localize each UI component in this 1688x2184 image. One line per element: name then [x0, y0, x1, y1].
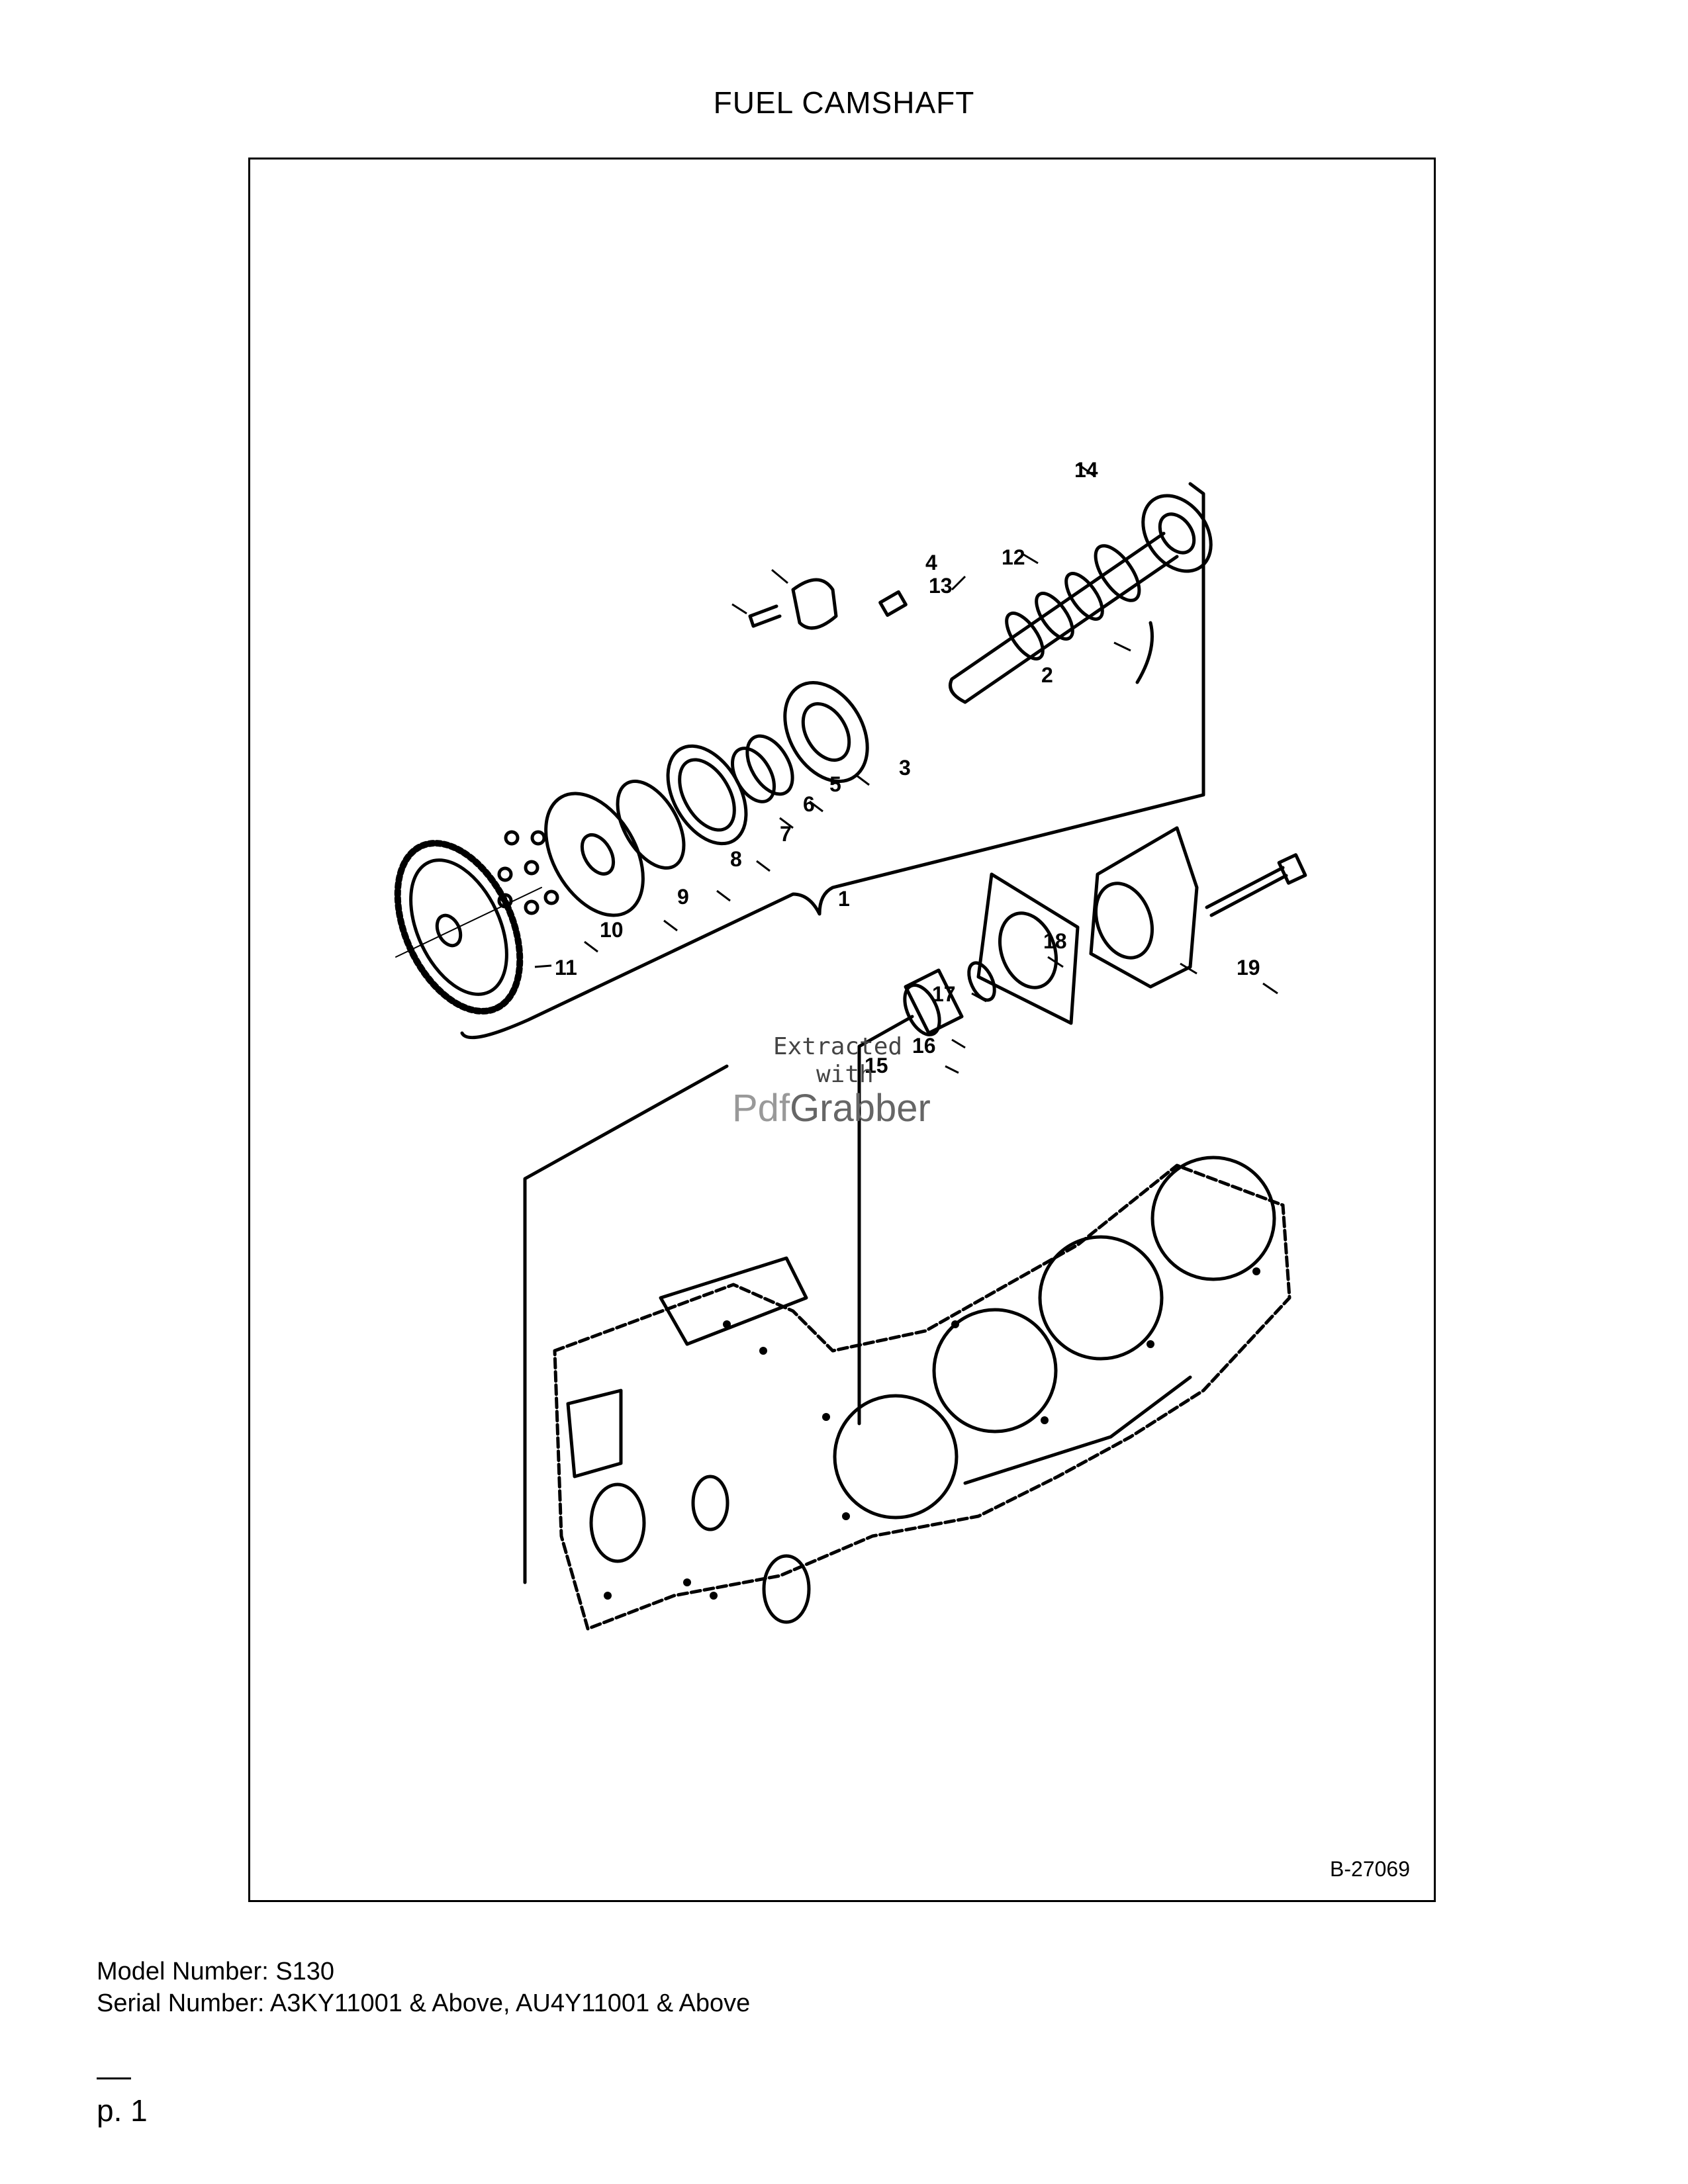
callout-3: 3 [899, 756, 911, 780]
bushing-15 [904, 968, 964, 1035]
watermark-line-2: with [816, 1061, 874, 1088]
callout-7: 7 [780, 822, 792, 846]
plate-9 [544, 792, 645, 917]
bearing-14 [1141, 494, 1213, 573]
bearing-3 [783, 680, 869, 784]
callout-10: 10 [600, 918, 624, 942]
serial-number: Serial Number: A3KY11001 & Above, AU4Y11… [97, 1989, 751, 2017]
callout-9: 9 [677, 885, 689, 909]
cylinder-bore-4 [1150, 1156, 1276, 1281]
callout-11: 11 [555, 956, 577, 979]
callout-labels: 14 12 13 4 2 3 5 6 7 8 9 10 11 1 18 17 1… [555, 458, 1260, 1077]
page-number: p. 1 [97, 2093, 148, 2128]
housing-18 [1089, 826, 1199, 989]
callout-18: 18 [1043, 929, 1067, 953]
callout-12: 12 [1002, 545, 1025, 569]
assembly-bracket-line [460, 482, 1205, 1040]
callout-8: 8 [730, 847, 742, 871]
exploded-parts-diagram: 14 12 13 4 2 3 5 6 7 8 9 10 11 1 18 17 1… [394, 458, 1307, 1631]
callout-17: 17 [932, 982, 956, 1006]
bolt-19 [1205, 866, 1288, 917]
callout-1: 1 [838, 887, 850, 911]
watermark-brand-a: Pdf [732, 1087, 790, 1130]
watermark-line-1: Extracted [773, 1033, 903, 1060]
diagram-frame: 14 12 13 4 2 3 5 6 7 8 9 10 11 1 18 17 1… [248, 158, 1436, 1902]
camshaft [949, 531, 1179, 704]
callout-15: 15 [865, 1054, 888, 1077]
gasket-17 [976, 872, 1080, 1025]
model-number: Model Number: S130 [97, 1958, 335, 1985]
ring-16 [967, 961, 996, 1002]
callout-6: 6 [803, 792, 815, 816]
callout-5: 5 [829, 772, 841, 796]
footer-rule [97, 2077, 131, 2079]
bolt-13 [748, 604, 782, 628]
callout-19: 19 [1237, 956, 1260, 979]
callout-14: 14 [1074, 458, 1098, 482]
clamp-12 [791, 578, 838, 630]
callout-4: 4 [925, 551, 937, 574]
page-title: FUEL CAMSHAFT [713, 85, 975, 120]
watermark-brand-b: Grabber [790, 1087, 931, 1130]
callout-13: 13 [929, 574, 953, 598]
cylinder-bore-1 [833, 1394, 959, 1520]
collar-7 [666, 744, 748, 846]
key-4 [878, 590, 908, 617]
callout-16: 16 [912, 1034, 936, 1058]
model-info: Model Number: S130 Serial Number: A3KY11… [97, 1956, 750, 2019]
cylinder-bore-3 [1038, 1235, 1164, 1361]
ring-5 [745, 734, 794, 796]
cylinder-block [553, 1163, 1291, 1631]
watermark-brand: PdfGrabber [732, 1086, 931, 1130]
cylinder-bore-2 [932, 1308, 1058, 1433]
ring-8 [616, 780, 686, 870]
callout-2: 2 [1041, 663, 1053, 687]
bracket-arc-right [1135, 621, 1154, 684]
figure-number: B-27069 [1330, 1857, 1410, 1881]
